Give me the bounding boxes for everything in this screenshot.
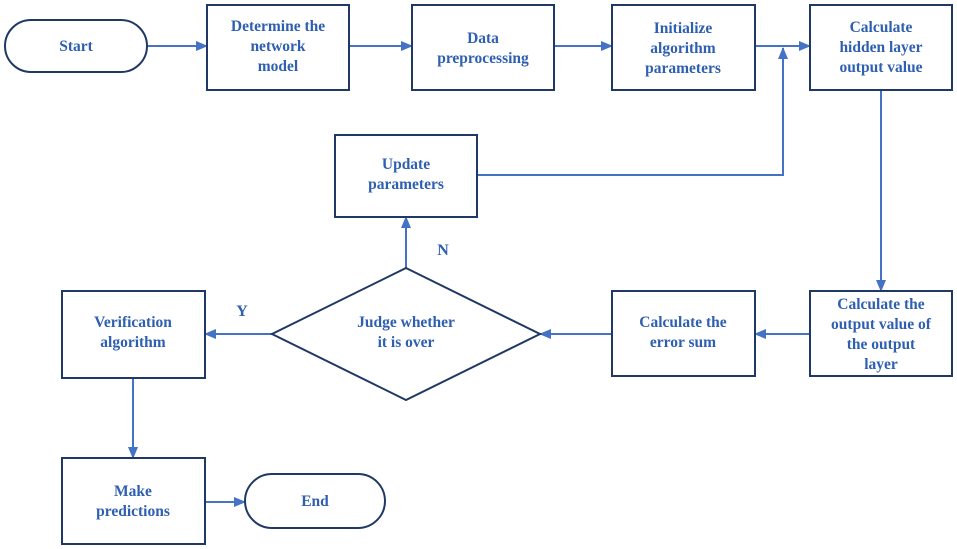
node-hidden-output: Calculate hidden layer output value — [809, 4, 953, 91]
node-label-line: Initialize — [654, 20, 713, 37]
node-label-line: layer — [864, 356, 898, 373]
process-data-preprocessing-shape — [411, 4, 555, 91]
node-end-label: End — [301, 493, 329, 510]
process-network-model-shape — [206, 4, 350, 91]
node-update-params-label: Update parameters — [368, 156, 444, 193]
node-hidden-output-label: Calculate hidden layer output value — [839, 19, 922, 76]
node-label-line: output value of — [831, 316, 932, 333]
node-output-layer: Calculate the output value of the output la… — [809, 290, 953, 377]
node-update-params: Update parameters — [334, 134, 478, 218]
node-label-line: Determine the — [231, 18, 325, 35]
node-label-line: model — [258, 58, 299, 75]
node-label-line: Calculate the — [837, 296, 925, 313]
node-network-model: Determine the network model — [206, 4, 350, 91]
process-update-params-shape — [334, 134, 478, 218]
node-label-line: output value — [839, 59, 922, 76]
node-start: Start — [4, 19, 148, 73]
node-end: End — [244, 473, 386, 529]
node-label-line: Calculate the — [639, 314, 727, 331]
node-label-line: Data — [467, 30, 499, 47]
node-label-line: the output — [847, 336, 916, 353]
process-output-layer-shape — [809, 290, 953, 377]
node-label-line: preprocessing — [437, 50, 529, 67]
node-network-model-label: Determine the network model — [231, 18, 325, 75]
node-data-preprocessing: Data preprocessing — [411, 4, 555, 91]
node-judge: Judge whether it is over — [269, 266, 543, 402]
edge-label-yes: Y — [236, 303, 248, 320]
node-label-line: End — [301, 493, 329, 510]
node-error-sum-label: Calculate the error sum — [639, 314, 727, 351]
node-label-line: network — [250, 38, 305, 55]
node-init-params: Initialize algorithm parameters — [611, 4, 756, 91]
node-data-preprocessing-label: Data preprocessing — [437, 30, 529, 67]
terminator-end-shape — [244, 473, 386, 529]
node-predictions: Make predictions — [61, 457, 206, 545]
node-label-line: Start — [59, 38, 93, 55]
node-output-layer-label: Calculate the output value of the output la… — [831, 296, 932, 373]
node-verification-label: Verification algorithm — [94, 314, 172, 351]
decision-judge-shape — [269, 266, 543, 402]
node-label-line: Calculate — [850, 19, 913, 36]
edge-label-no: N — [437, 242, 449, 259]
node-judge-label: Judge whether it is over — [357, 314, 455, 351]
node-label-line: parameters — [368, 176, 444, 193]
node-label-line: Judge whether — [357, 314, 455, 331]
process-verification-shape — [61, 290, 206, 379]
node-predictions-label: Make predictions — [96, 483, 170, 520]
node-label-line: Update — [382, 156, 430, 173]
node-label-line: parameters — [645, 60, 721, 77]
node-label-line: Verification — [94, 314, 172, 331]
node-label-line: error sum — [650, 334, 716, 351]
terminator-start-shape — [4, 19, 148, 73]
node-label-line: it is over — [378, 334, 435, 351]
process-init-params-shape — [611, 4, 756, 91]
node-label-line: algorithm — [100, 334, 166, 351]
node-label-line: hidden layer — [839, 39, 922, 56]
node-label-line: algorithm — [650, 40, 716, 57]
node-verification: Verification algorithm — [61, 290, 206, 379]
process-hidden-output-shape — [809, 4, 953, 91]
edge-update-params-to-hidden-output — [477, 47, 788, 176]
process-error-sum-shape — [611, 290, 756, 377]
node-label-line: predictions — [96, 503, 170, 520]
node-error-sum: Calculate the error sum — [611, 290, 756, 377]
node-start-label: Start — [59, 38, 93, 55]
process-predictions-shape — [61, 457, 206, 545]
node-label-line: Make — [114, 483, 152, 500]
node-init-params-label: Initialize algorithm parameters — [645, 20, 721, 77]
